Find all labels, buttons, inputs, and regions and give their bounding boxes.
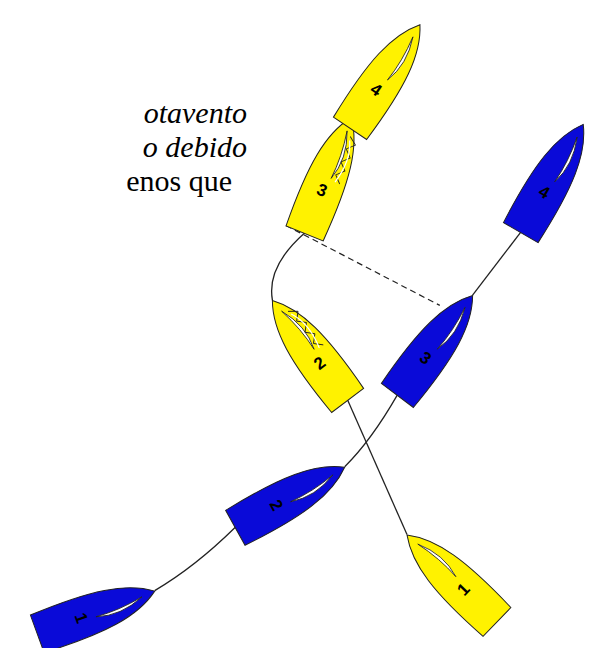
- boat-shape: [500, 112, 604, 244]
- boat-shape: [378, 281, 492, 410]
- rule-text-fragment: enos que: [126, 166, 232, 196]
- boat-hull: 1: [29, 568, 163, 648]
- overlap-line: [286, 226, 440, 306]
- boat-shape: [253, 286, 367, 415]
- rule-text-fragment: otavento: [144, 98, 247, 128]
- boat-track: [473, 232, 521, 295]
- boat-shape: [330, 11, 440, 141]
- rule-text-fragment: o debido: [143, 132, 247, 162]
- boat-hull: 4: [330, 11, 440, 141]
- boat-shape: [224, 446, 357, 549]
- boat-shape: [390, 517, 513, 638]
- boat-track: [272, 233, 305, 300]
- boat-track: [348, 400, 407, 535]
- boat-track: [155, 527, 236, 590]
- boat-shape: [29, 568, 163, 648]
- boat-hull: 2: [253, 286, 367, 415]
- boat-hull: 2: [224, 446, 357, 549]
- boat-hull: 1: [390, 517, 513, 638]
- boat-track: [345, 395, 398, 467]
- boat-hull: 4: [500, 112, 604, 244]
- boat-hull: 3: [378, 281, 492, 410]
